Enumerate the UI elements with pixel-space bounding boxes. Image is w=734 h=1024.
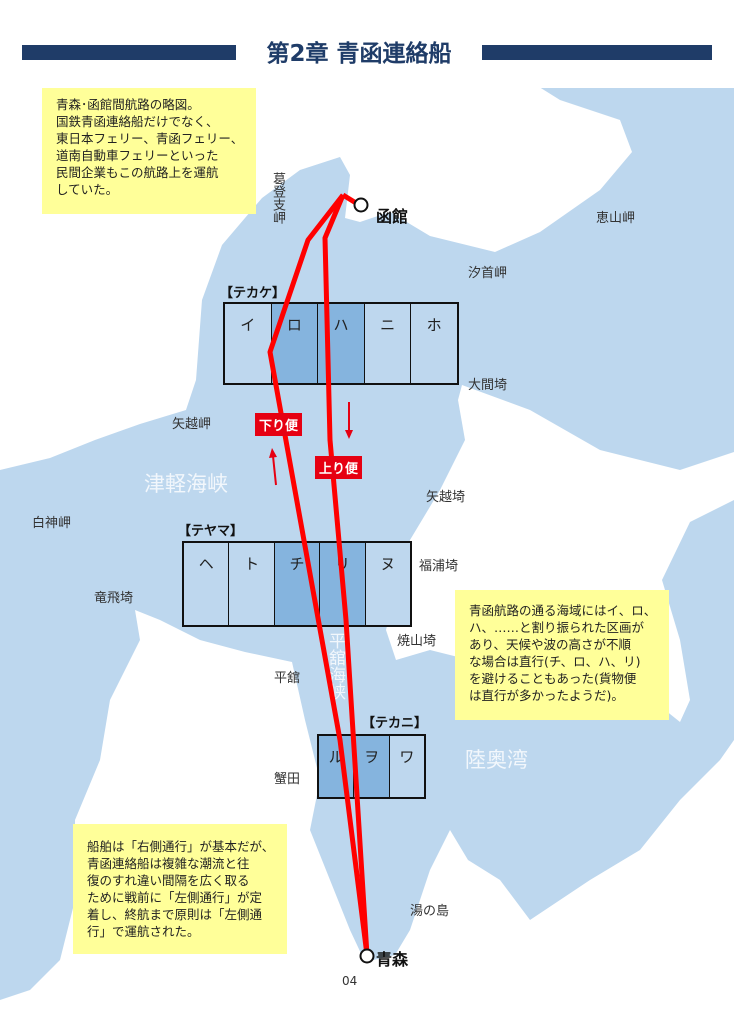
sea-tsugaru: 津軽海峡	[144, 472, 228, 496]
note-zones: 青函航路の通る海域にはイ、ロ、 ハ、……と割り振られた区画が あり、天候や波の高…	[455, 590, 669, 720]
place-yakeyama: 焼山埼	[397, 634, 437, 649]
place-esan: 恵山岬	[596, 211, 636, 226]
place-kattoshi: 葛登支岬	[270, 172, 285, 224]
zone-label-teyama: 【テヤマ】	[178, 524, 244, 539]
port-hakodate: 函館	[376, 207, 409, 226]
place-shirakami: 白神岬	[32, 516, 72, 531]
zone-cell: ワ	[389, 736, 424, 797]
title-bar-right	[482, 45, 712, 60]
zone-cell: ル	[319, 736, 355, 797]
route-label-up: 上り便	[315, 456, 363, 479]
place-tappi: 竜飛埼	[94, 591, 134, 606]
zone-grid-tekake: イ ロ ハ ニ ホ	[223, 302, 459, 385]
place-shiokubi: 汐首岬	[468, 266, 508, 281]
zone-cell: ホ	[411, 304, 457, 383]
place-fukaura: 福浦埼	[419, 559, 459, 574]
zone-cell: リ	[320, 543, 366, 625]
place-oma: 大間埼	[468, 378, 508, 393]
zone-grid-teyama: ヘ ト チ リ ヌ	[182, 541, 412, 627]
zone-cell: イ	[225, 304, 272, 383]
zone-cell: チ	[274, 543, 321, 625]
title-bar-left	[22, 45, 236, 60]
zone-label-tekake: 【テカケ】	[220, 286, 286, 301]
place-yakoshi-misaki: 矢越岬	[172, 417, 212, 432]
place-tairadate: 平舘	[274, 671, 301, 686]
sea-tairadate: 平舘海峡	[325, 632, 345, 700]
page-number: 04	[342, 974, 358, 988]
note-overview: 青森･函館間航路の略図。 国鉄青函連絡船だけでなく、 東日本フェリー、青函フェリ…	[42, 88, 256, 214]
route-label-down: 下り便	[255, 413, 303, 436]
zone-grid-tekani: ル ヲ ワ	[317, 734, 426, 799]
zone-cell: ロ	[271, 304, 319, 383]
zone-label-tekani: 【テカニ】	[362, 716, 428, 731]
zone-cell: ト	[229, 543, 275, 625]
place-yakoshi-saki: 矢越埼	[426, 490, 466, 505]
port-aomori: 青森	[376, 950, 409, 969]
zone-cell: ハ	[318, 304, 365, 383]
place-yunoshima: 湯の島	[410, 904, 450, 919]
sea-mutsu-bay: 陸奥湾	[465, 748, 528, 772]
zone-cell: ニ	[364, 304, 412, 383]
zone-cell: ヲ	[354, 736, 390, 797]
zone-cell: ヘ	[184, 543, 230, 625]
zone-cell: ヌ	[365, 543, 411, 625]
note-left-traffic: 船舶は「右側通行」が基本だが、 青函連絡船は複雑な潮流と往 復のすれ違い間隔を広…	[73, 824, 287, 954]
page-title: 第2章 青函連絡船	[266, 41, 452, 67]
place-kanita: 蟹田	[274, 772, 301, 787]
